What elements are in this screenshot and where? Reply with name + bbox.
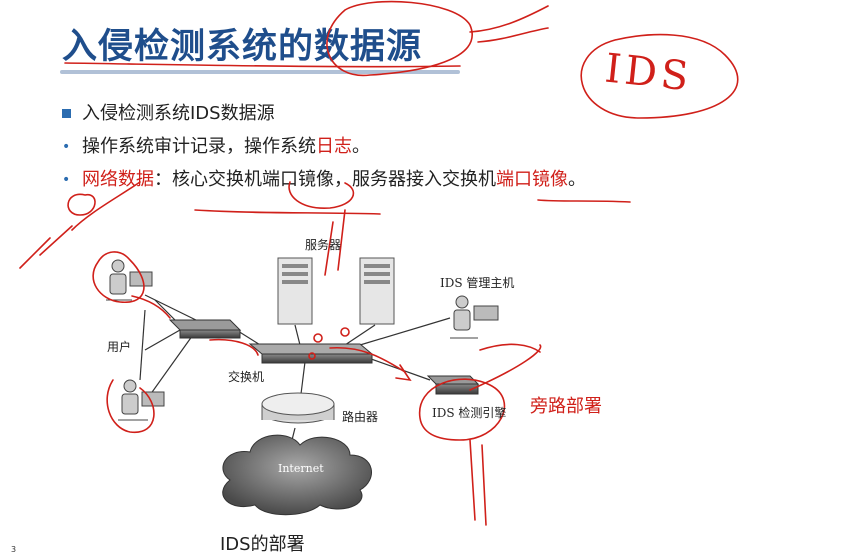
dot-bullet-icon: •	[62, 172, 71, 188]
title-underline	[60, 70, 460, 74]
page-number: 3	[11, 545, 17, 554]
core-switch-icon	[248, 343, 374, 364]
ids-manager-label: IDS 管理主机	[440, 276, 515, 290]
bypass-deployment-annotation: 旁路部署	[530, 396, 602, 417]
ids-engine-label: IDS 检测引擎	[432, 406, 507, 420]
slide-title: 入侵检测系统的数据源	[62, 27, 423, 67]
switch-label: 交换机	[228, 370, 265, 384]
bullet-text: 操作系统审计记录，操作系统	[82, 136, 316, 157]
bullet-highlight: 端口镜像	[496, 169, 568, 190]
internet-label: Internet	[278, 462, 324, 475]
access-switch-icon	[168, 319, 242, 339]
internet-cloud-icon	[222, 434, 372, 516]
server-label: 服务器	[305, 238, 342, 252]
user-workstation-icon	[106, 259, 153, 301]
server-icon	[277, 257, 395, 325]
bullet-text: 入侵检测系统IDS数据源	[82, 103, 275, 124]
square-bullet-icon	[62, 109, 71, 118]
bullet-text: 。	[568, 169, 586, 190]
admin-workstation-icon	[450, 295, 499, 339]
handwritten-ids-annotation: IDS	[602, 45, 695, 101]
bullet-item: 入侵检测系统IDS数据源	[58, 102, 586, 135]
handwritten-annotations	[19, 0, 739, 526]
router-label: 路由器	[342, 410, 379, 424]
bullet-text: ：核心交换机端口镜像，服务器接入交换机	[154, 169, 496, 190]
bullet-text: 。	[352, 136, 370, 157]
bullet-highlight: 日志	[316, 136, 352, 157]
dot-bullet-icon: •	[62, 139, 71, 155]
router-icon	[261, 392, 335, 424]
users-label: 用户	[107, 340, 132, 354]
bullet-item: • 操作系统审计记录，操作系统日志。	[58, 135, 586, 168]
figure-caption: IDS的部署	[220, 534, 305, 555]
